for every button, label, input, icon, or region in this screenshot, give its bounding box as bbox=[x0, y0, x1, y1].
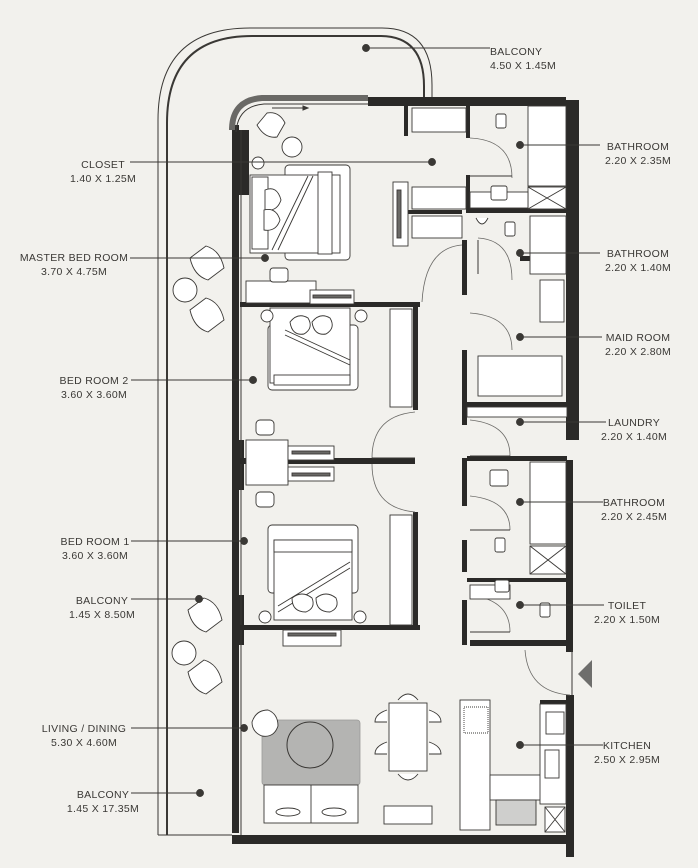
room-size: 2.20 X 1.40M bbox=[604, 262, 672, 274]
room-name: KITCHEN bbox=[602, 740, 652, 752]
room-size: 3.70 X 4.75M bbox=[40, 266, 108, 278]
room-size: 1.45 X 17.35M bbox=[66, 803, 140, 815]
room-name: TOILET bbox=[607, 600, 647, 612]
balcony-railing-outer bbox=[157, 27, 433, 835]
room-name: BALCONY bbox=[490, 46, 543, 58]
room-size: 2.20 X 2.80M bbox=[604, 346, 672, 358]
room-name: LAUNDRY bbox=[607, 417, 661, 429]
room-name: BALCONY bbox=[76, 789, 130, 801]
room-name: BALCONY bbox=[75, 595, 129, 607]
room-label-balcony-top: BALCONY 4.50 X 1.45M bbox=[490, 45, 556, 73]
room-size: 2.20 X 2.45M bbox=[600, 511, 668, 523]
room-name: BATHROOM bbox=[602, 497, 666, 509]
door-leaves bbox=[372, 175, 573, 695]
room-size: 3.60 X 3.60M bbox=[61, 550, 129, 562]
room-name: BED ROOM 2 bbox=[59, 375, 129, 387]
room-label-bathroom-3: BATHROOM 2.20 X 2.45M bbox=[601, 496, 667, 524]
room-label-bed-room-1: BED ROOM 1 3.60 X 3.60M bbox=[61, 535, 130, 563]
room-label-living-dining: LIVING / DINING 5.30 X 4.60M bbox=[42, 722, 126, 750]
room-size: 4.50 X 1.45M bbox=[490, 60, 557, 72]
room-size: 1.40 X 1.25M bbox=[69, 173, 137, 185]
room-size: 2.20 X 1.50M bbox=[593, 614, 661, 626]
balcony-railing-inner bbox=[166, 35, 425, 835]
room-label-closet: CLOSET 1.40 X 1.25M bbox=[70, 158, 136, 186]
room-name: BED ROOM 1 bbox=[60, 536, 130, 548]
room-name: LIVING / DINING bbox=[41, 723, 127, 735]
interior-walls bbox=[240, 106, 567, 704]
room-name: MASTER BED ROOM bbox=[19, 252, 129, 264]
room-label-laundry: LAUNDRY 2.20 X 1.40M bbox=[601, 416, 667, 444]
room-label-bathroom-1: BATHROOM 2.20 X 2.35M bbox=[605, 140, 671, 168]
entry-marker-icon bbox=[578, 660, 592, 688]
room-size: 2.20 X 1.40M bbox=[600, 431, 668, 443]
room-label-maid-room: MAID ROOM 2.20 X 2.80M bbox=[605, 331, 671, 359]
exterior-walls bbox=[232, 97, 579, 857]
leader-lines bbox=[130, 44, 606, 797]
room-size: 2.50 X 2.95M bbox=[593, 754, 661, 766]
room-size: 1.45 X 8.50M bbox=[68, 609, 136, 621]
room-label-bed-room-2: BED ROOM 2 3.60 X 3.60M bbox=[60, 374, 129, 402]
room-label-balcony-mid: BALCONY 1.45 X 8.50M bbox=[69, 594, 135, 622]
bathroom-fixtures bbox=[466, 105, 568, 618]
room-label-balcony-bottom: BALCONY 1.45 X 17.35M bbox=[67, 788, 139, 816]
room-size: 3.60 X 3.60M bbox=[60, 389, 128, 401]
furniture bbox=[171, 107, 467, 695]
room-label-toilet: TOILET 2.20 X 1.50M bbox=[594, 599, 660, 627]
room-name: CLOSET bbox=[81, 159, 125, 171]
room-name: BATHROOM bbox=[606, 248, 670, 260]
room-label-master-bed-room: MASTER BED ROOM 3.70 X 4.75M bbox=[20, 251, 128, 279]
room-name: MAID ROOM bbox=[605, 332, 671, 344]
coffee-table bbox=[286, 721, 334, 769]
room-name: BATHROOM bbox=[606, 141, 670, 153]
room-label-bathroom-2: BATHROOM 2.20 X 1.40M bbox=[605, 247, 671, 275]
room-size: 2.20 X 2.35M bbox=[604, 155, 672, 167]
room-label-kitchen: KITCHEN 2.50 X 2.95M bbox=[594, 739, 660, 767]
room-size: 5.30 X 4.60M bbox=[50, 737, 118, 749]
